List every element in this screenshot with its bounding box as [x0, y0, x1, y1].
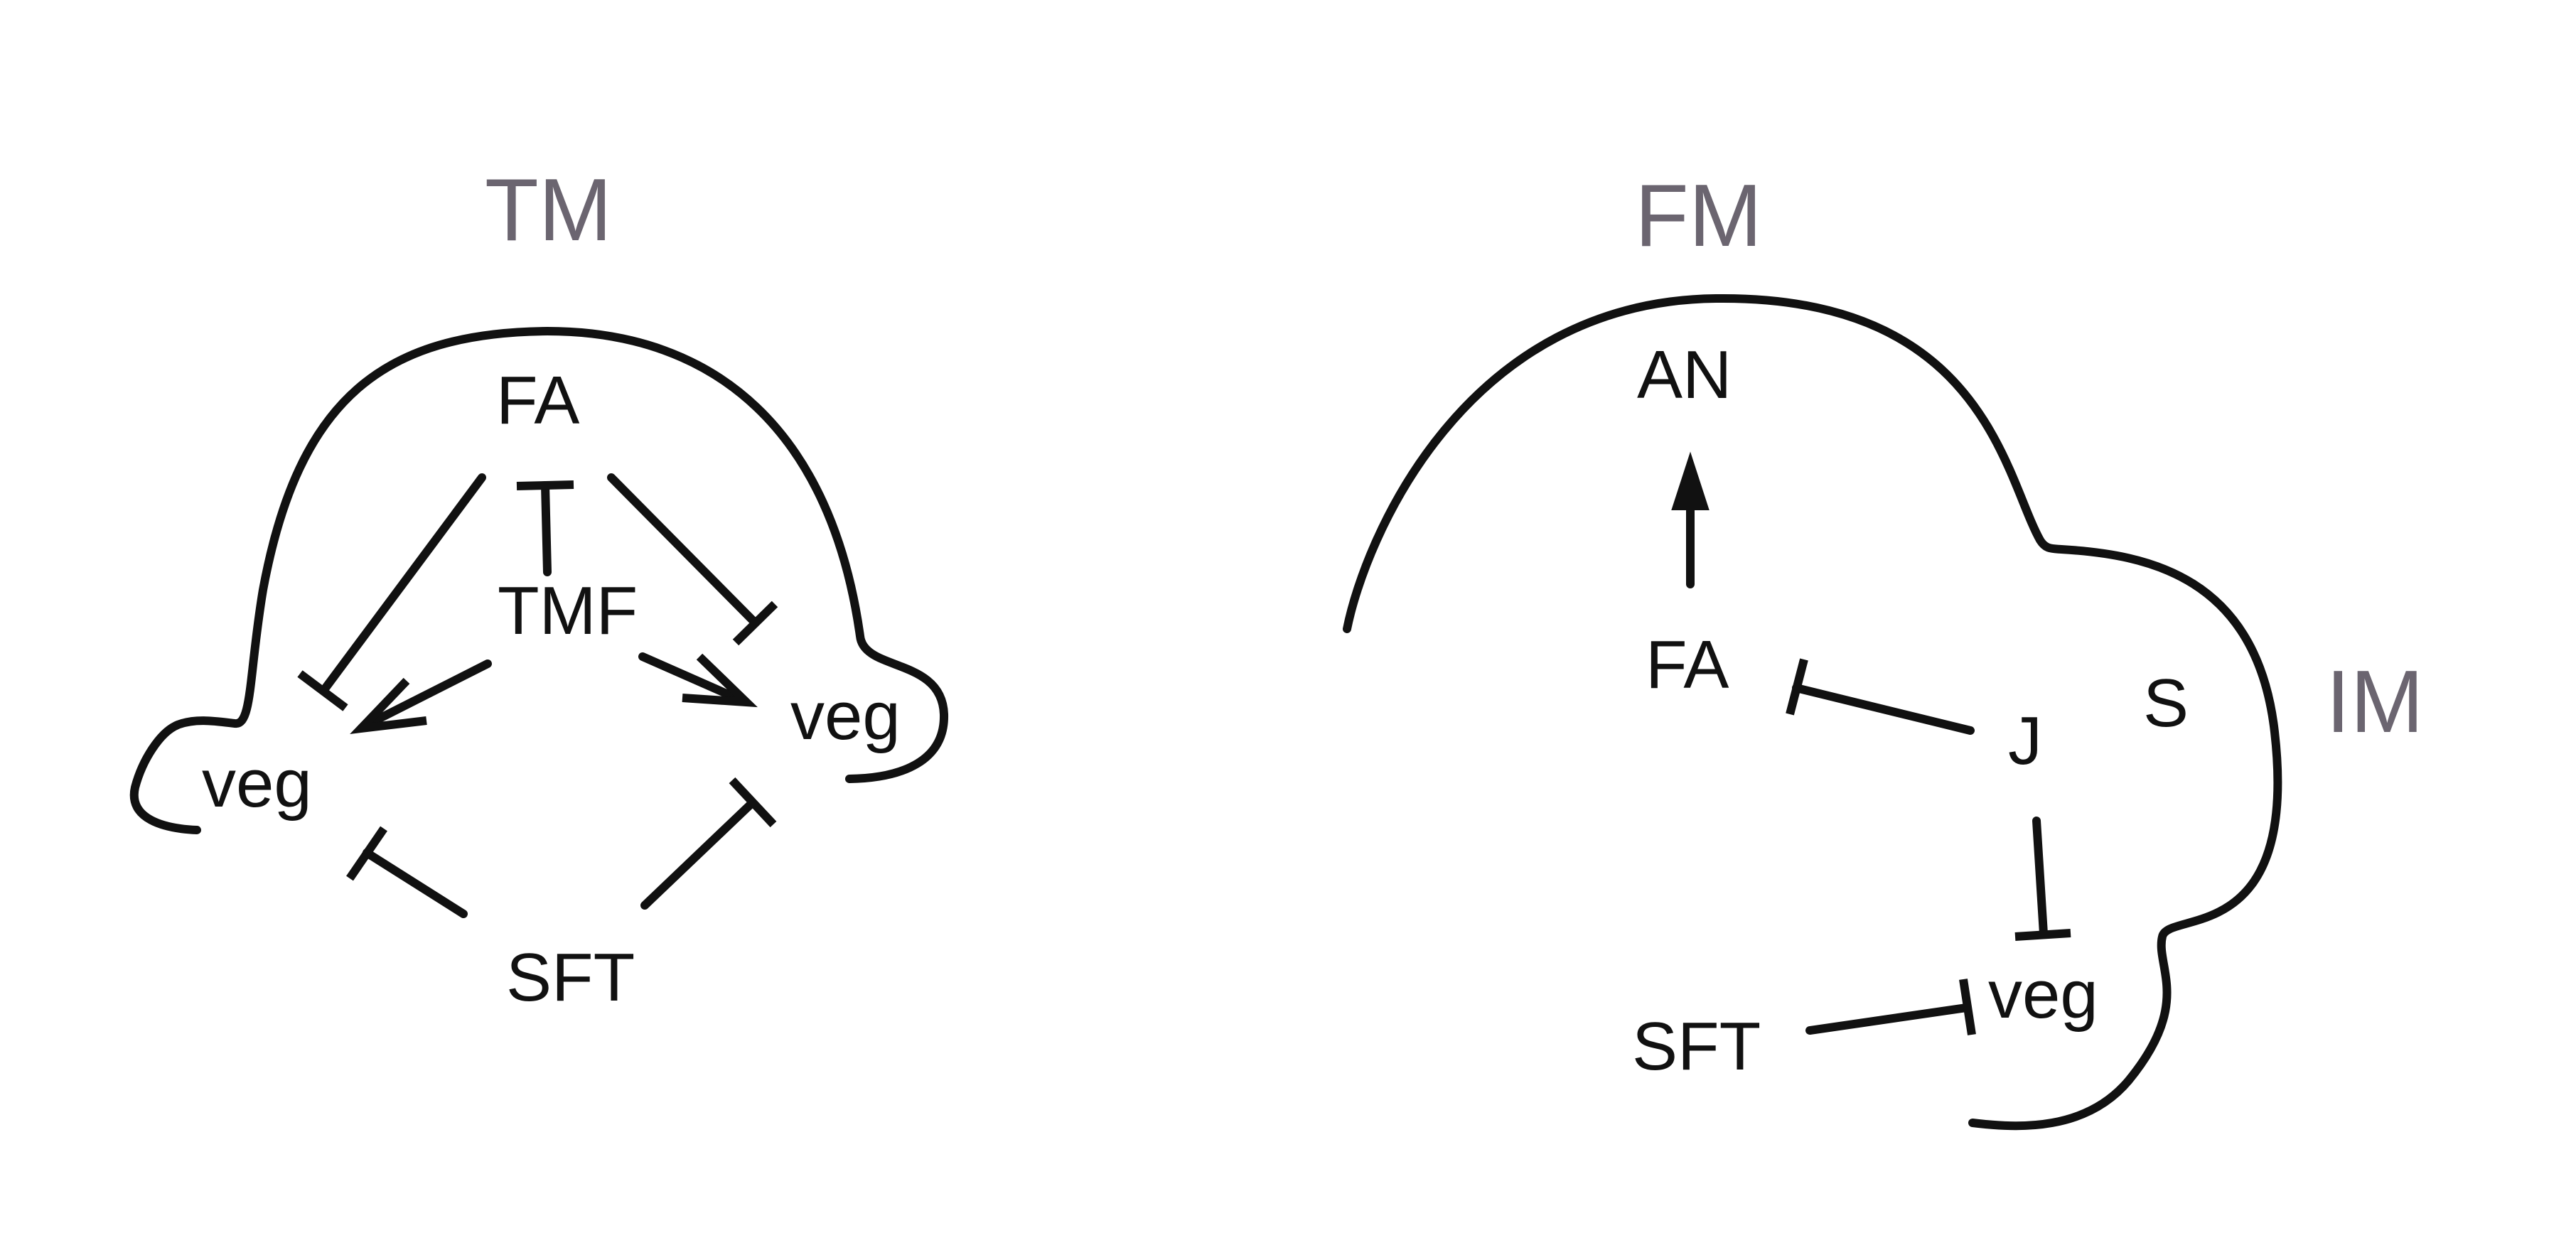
- im-edge-j-inhibits-veg: [2014, 817, 2071, 941]
- fm-region-label: FM: [1635, 167, 1762, 265]
- im-region-label: IM: [2326, 653, 2424, 751]
- tm-edge-tmf-inhibits-fa: [516, 480, 574, 576]
- im-edge-sft-inhibits-veg: [1805, 979, 1976, 1035]
- tm-node-fa: FA: [496, 362, 579, 438]
- tm-edge-fa-inhibits-veg-right: [607, 473, 778, 646]
- left-diagram: TM FA TMF veg veg SFT: [129, 161, 949, 1016]
- tm-node-tmf: TMF: [498, 573, 638, 649]
- tm-node-veg-left: veg: [202, 745, 312, 822]
- fm-edge-fa-activates-an: [1671, 451, 1710, 588]
- tm-outline: [129, 327, 949, 834]
- im-node-s: S: [2143, 665, 2189, 741]
- tm-edge-tmf-activates-veg-right: [638, 652, 758, 708]
- fm-im-outline: [1343, 293, 2282, 1131]
- tm-region-label: TM: [485, 161, 612, 259]
- tm-edge-sft-inhibits-veg-left: [346, 826, 468, 918]
- tm-edge-tmf-activates-veg-left: [350, 659, 492, 734]
- im-node-j: J: [2008, 703, 2042, 779]
- tm-node-sft: SFT: [506, 939, 635, 1016]
- im-node-sft: SFT: [1632, 1008, 1761, 1084]
- tm-edge-sft-inhibits-veg-right: [640, 777, 777, 910]
- fm-node-an: AN: [1637, 337, 1732, 413]
- im-node-veg: veg: [1988, 957, 2098, 1033]
- tm-edge-fa-inhibits-veg-left: [297, 473, 486, 711]
- right-diagram: FM IM AN FA J S veg SFT: [1343, 167, 2424, 1131]
- im-edge-j-inhibits-fa: [1786, 658, 1975, 735]
- fm-node-fa: FA: [1646, 627, 1729, 703]
- tm-node-veg-right: veg: [790, 678, 901, 754]
